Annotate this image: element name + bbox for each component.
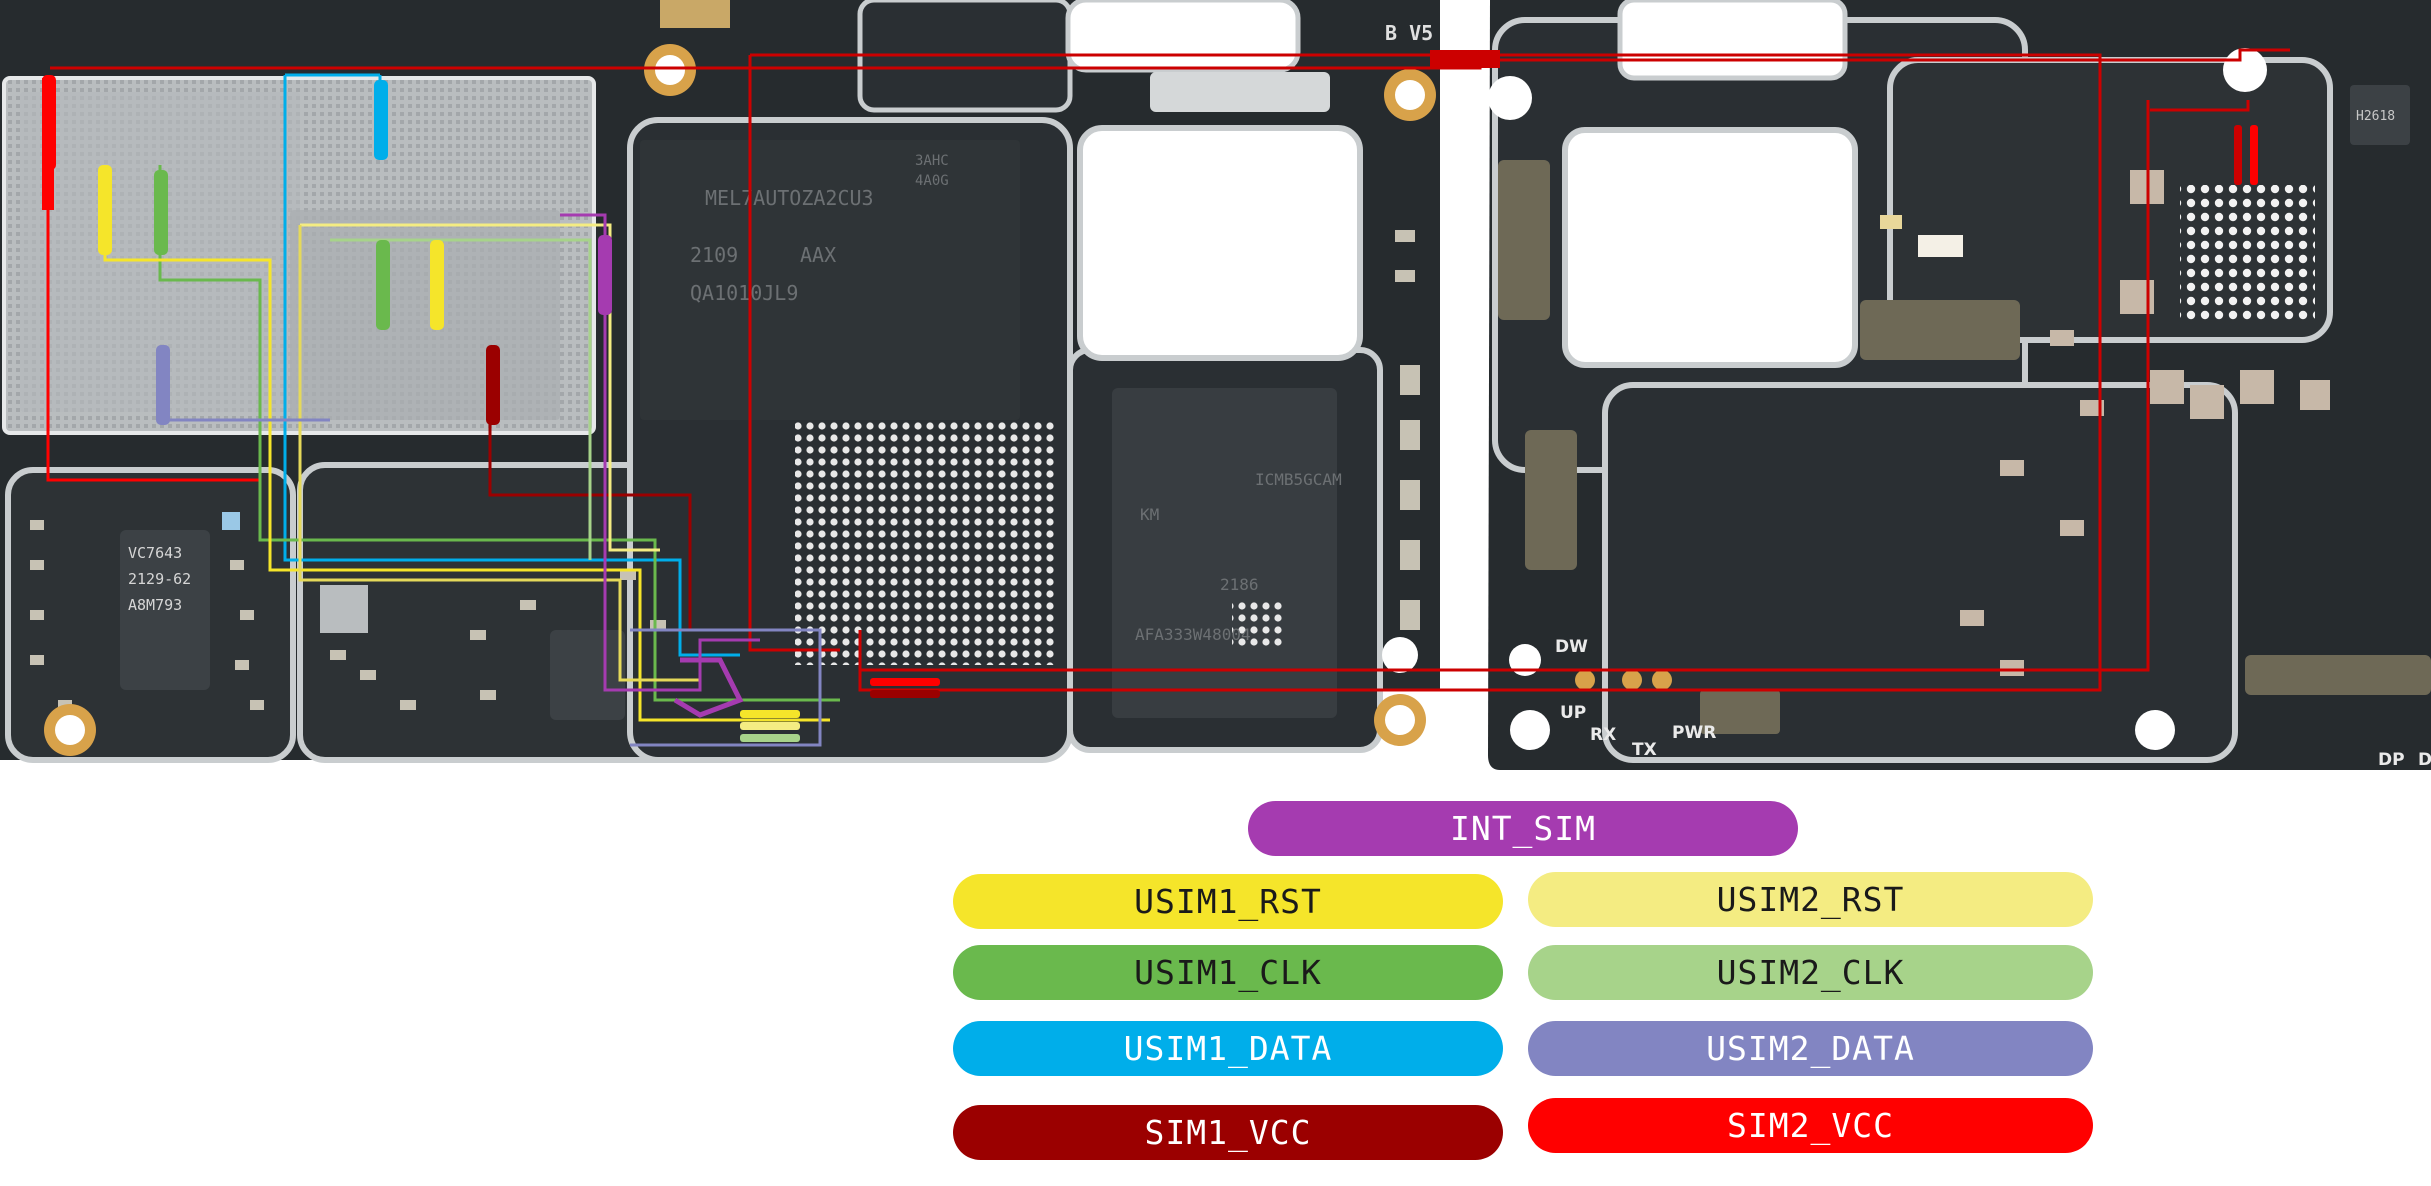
cpu-label-6: 4A0G — [915, 173, 949, 189]
left-board — [0, 0, 1440, 763]
small-ic-label: H2618 — [2356, 109, 2395, 124]
legend-usim1-rst: USIM1_RST — [953, 874, 1503, 929]
pcb-board-diagram: VC7643 2129-62 A8M793 MEL7AUTOZA2CU3 210… — [0, 0, 2431, 770]
test-point-pwr: PWR — [1672, 723, 1716, 743]
cpu-label-1: MEL7AUTOZA2CU3 — [705, 186, 874, 210]
right-board — [1488, 0, 2431, 770]
test-point-labels: DW UP RX TX PWR DP DI — [1555, 637, 2431, 770]
cpu-label-4: QA1010JL9 — [690, 281, 798, 305]
pmic-label-3: A8M793 — [128, 596, 182, 614]
mem-label-1: ICMB5GCAM — [1255, 470, 1342, 489]
legend-sim2-vcc: SIM2_VCC — [1528, 1098, 2093, 1153]
mem-label-2: KM — [1140, 505, 1159, 524]
test-point-tx: TX — [1632, 740, 1657, 760]
cpu-label-2: 2109 — [690, 243, 738, 267]
legend-usim1-data: USIM1_DATA — [953, 1021, 1503, 1076]
legend-int-sim: INT_SIM — [1248, 801, 1798, 856]
legend-usim1-clk: USIM1_CLK — [953, 945, 1503, 1000]
test-point-up: UP — [1560, 703, 1586, 723]
test-point-rx: RX — [1590, 725, 1616, 745]
pmic-label-1: VC7643 — [128, 544, 182, 562]
pmic-label-2: 2129-62 — [128, 570, 191, 588]
test-point-dw: DW — [1555, 637, 1588, 657]
test-point-di: DI — [2418, 750, 2431, 770]
legend-usim2-rst: USIM2_RST — [1528, 872, 2093, 927]
cpu-label-5: 3AHC — [915, 153, 949, 169]
trace-tags — [42, 75, 2258, 742]
legend-usim2-clk: USIM2_CLK — [1528, 945, 2093, 1000]
mem-label-3: AFA333W48004 — [1135, 625, 1251, 644]
legend-usim2-data: USIM2_DATA — [1528, 1021, 2093, 1076]
chip-labels: VC7643 2129-62 A8M793 MEL7AUTOZA2CU3 210… — [128, 21, 2395, 644]
signal-traces — [42, 48, 2290, 747]
test-point-dp: DP — [2378, 750, 2405, 770]
board-rev-label: B V5 — [1385, 21, 1433, 45]
mem-label-4: 2186 — [1220, 575, 1259, 594]
cpu-label-3: AAX — [800, 243, 836, 267]
legend-sim1-vcc: SIM1_VCC — [953, 1105, 1503, 1160]
